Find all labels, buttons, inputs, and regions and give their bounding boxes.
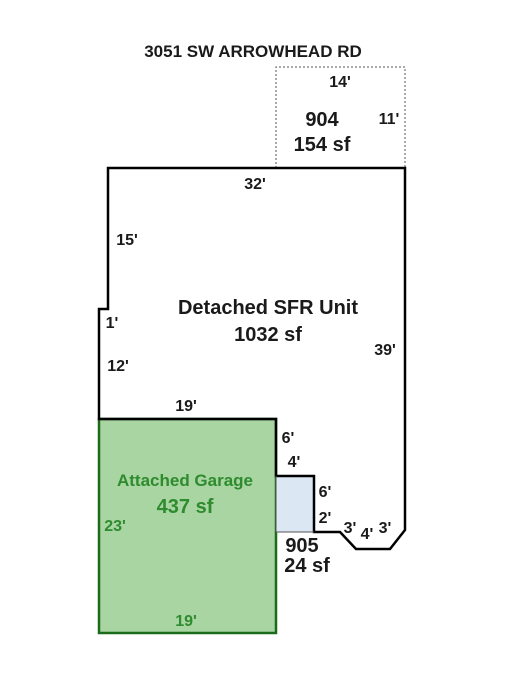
area-905-region [276,476,314,532]
dim-left-upper: 15' [116,232,138,249]
dim-904-right: 11' [379,111,400,128]
garage-name: Attached Garage [117,471,253,490]
area-904-id: 904 [305,109,339,131]
garage-size: 437 sf [157,496,214,518]
dim-left-lower: 12' [107,358,129,375]
dim-main-top: 32' [244,176,266,193]
address-title: 3051 SW ARROWHEAD RD [144,42,362,61]
dim-step-two: 2' [319,510,332,527]
area-905-size: 24 sf [284,555,330,577]
dim-right: 39' [374,342,396,359]
main-building-outline [97,166,407,551]
area-904-size: 154 sf [294,134,351,156]
main-area-name: Detached SFR Unit [178,297,358,319]
area-904-outline [275,66,406,168]
dim-garage-top: 19' [175,398,197,415]
dim-step-six-lower: 6' [319,484,332,501]
dim-garage-left: 23' [104,518,126,535]
dim-garage-bottom: 19' [175,613,197,630]
dim-step-four: 4' [288,454,301,471]
dim-904-top: 14' [329,74,351,91]
area-905-id: 905 [285,535,318,557]
dim-step-six-upper: 6' [282,430,295,447]
dim-chamfer-mid: 4' [361,526,374,543]
dim-left-jog: 1' [106,315,119,332]
dim-chamfer-left: 3' [344,520,357,537]
main-area-size: 1032 sf [234,324,302,346]
dim-chamfer-right: 3' [379,520,392,537]
